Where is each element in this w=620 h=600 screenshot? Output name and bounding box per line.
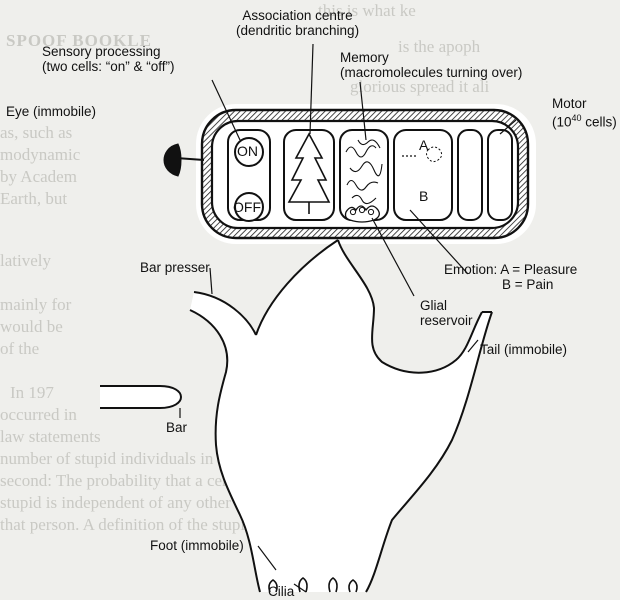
motor-label-line: Motor [552,96,617,111]
pleasure-cell-label: A [419,137,428,153]
memory-label: Memory (macromolecules turning over) [340,50,522,80]
sensory-label-line: (two cells: “on” & “off”) [42,59,175,74]
association-label-line: Association centre [236,8,359,23]
foot-label: Foot (immobile) [150,538,244,553]
glial-label: Glial reservoir [420,298,473,328]
association-label-line: (dendritic branching) [236,23,359,38]
sensory-label-line: Sensory processing [42,44,175,59]
bar-label: Bar [166,420,187,435]
off-cell-label: OFF [233,199,261,215]
glial-label-line: reservoir [420,313,473,328]
motor-cell-count: (1040 cells) [552,111,617,130]
tail-label: Tail (immobile) [480,342,567,357]
association-label: Association centre (dendritic branching) [236,8,359,38]
memory-label-line: Memory [340,50,522,65]
motor-count-base: (10 [552,115,572,130]
emotion-label: Emotion: A = Pleasure B = Pain [444,262,577,292]
motor-count-unit: cells) [582,115,617,130]
emotion-label-line: Emotion: A = Pleasure [444,262,577,277]
sensory-label: Sensory processing (two cells: “on” & “o… [42,44,175,74]
eye-label: Eye (immobile) [6,104,96,119]
bar-presser-label: Bar presser [140,260,210,275]
emotion-label-line: B = Pain [444,277,577,292]
motor-count-exponent: 40 [572,113,582,123]
cilia-label: Cilia [268,584,294,599]
motor-label: Motor (1040 cells) [552,96,617,130]
association-cell [284,130,334,220]
memory-cell [340,130,388,222]
pain-cell-label: B [419,188,428,204]
glial-label-line: Glial [420,298,473,313]
memory-label-line: (macromolecules turning over) [340,65,522,80]
on-cell-label: ON [237,143,258,159]
